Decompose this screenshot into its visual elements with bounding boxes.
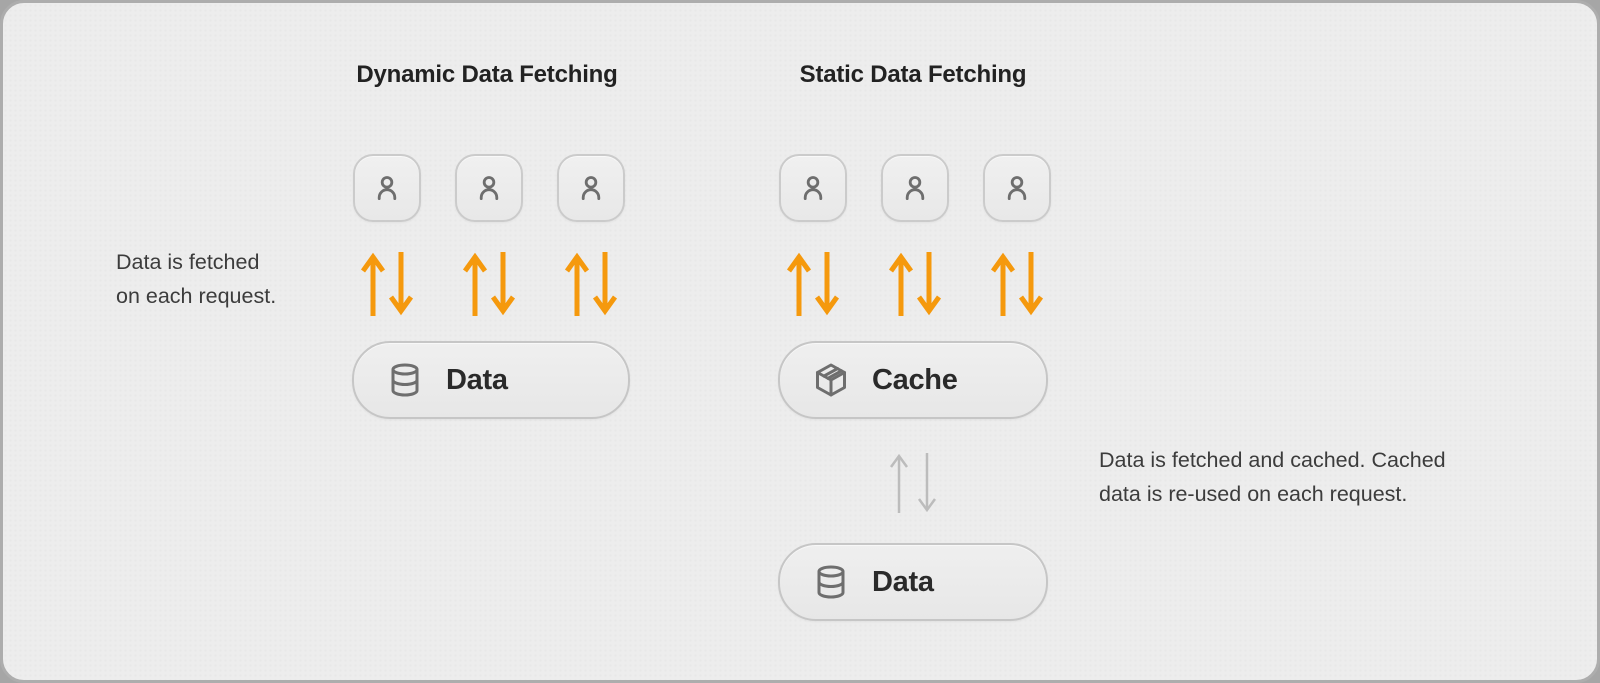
- arrow-pair: [353, 250, 421, 318]
- static-request-arrows: [779, 250, 1051, 318]
- user-icon: [370, 171, 404, 205]
- data-node: Data: [778, 543, 1048, 621]
- arrow-pair: [881, 250, 949, 318]
- arrow-up-icon: [462, 252, 488, 316]
- static-clients-row: [779, 154, 1051, 222]
- node-label: Cache: [872, 363, 958, 396]
- arrow-down-icon: [917, 453, 937, 513]
- client-avatar: [557, 154, 625, 222]
- user-icon: [574, 171, 608, 205]
- data-node: Data: [352, 341, 630, 419]
- package-icon: [813, 362, 849, 398]
- client-avatar: [881, 154, 949, 222]
- arrow-down-icon: [490, 252, 516, 316]
- arrow-down-icon: [814, 252, 840, 316]
- arrow-pair: [983, 250, 1051, 318]
- database-icon: [387, 362, 423, 398]
- arrow-down-icon: [592, 252, 618, 316]
- arrow-up-icon: [888, 252, 914, 316]
- arrow-up-icon: [360, 252, 386, 316]
- user-icon: [796, 171, 830, 205]
- arrow-pair: [779, 250, 847, 318]
- database-icon: [813, 564, 849, 600]
- client-avatar: [983, 154, 1051, 222]
- caption-line: Data is fetched: [116, 250, 260, 274]
- arrow-down-icon: [1018, 252, 1044, 316]
- static-column-title: Static Data Fetching: [799, 61, 1027, 88]
- dynamic-request-arrows: [353, 250, 625, 318]
- node-label: Data: [872, 565, 934, 598]
- arrow-up-icon: [990, 252, 1016, 316]
- dynamic-caption: Data is fetched on each request.: [116, 245, 276, 313]
- dynamic-column-title: Dynamic Data Fetching: [356, 61, 618, 88]
- arrow-up-icon: [564, 252, 590, 316]
- caption-line: data is re-used on each request.: [1099, 482, 1408, 506]
- client-avatar: [455, 154, 523, 222]
- user-icon: [472, 171, 506, 205]
- cache-node: Cache: [778, 341, 1048, 419]
- arrow-up-icon: [786, 252, 812, 316]
- static-caption: Data is fetched and cached. Cached data …: [1099, 443, 1446, 511]
- node-label: Data: [446, 363, 508, 396]
- user-icon: [1000, 171, 1034, 205]
- arrow-pair: [455, 250, 523, 318]
- cache-sync-arrows: [885, 451, 941, 515]
- user-icon: [898, 171, 932, 205]
- arrow-down-icon: [388, 252, 414, 316]
- dynamic-clients-row: [353, 154, 625, 222]
- arrow-pair: [557, 250, 625, 318]
- caption-line: on each request.: [116, 284, 277, 308]
- arrow-up-icon: [889, 453, 909, 513]
- client-avatar: [353, 154, 421, 222]
- arrow-down-icon: [916, 252, 942, 316]
- caption-line: Data is fetched and cached. Cached: [1099, 448, 1446, 472]
- client-avatar: [779, 154, 847, 222]
